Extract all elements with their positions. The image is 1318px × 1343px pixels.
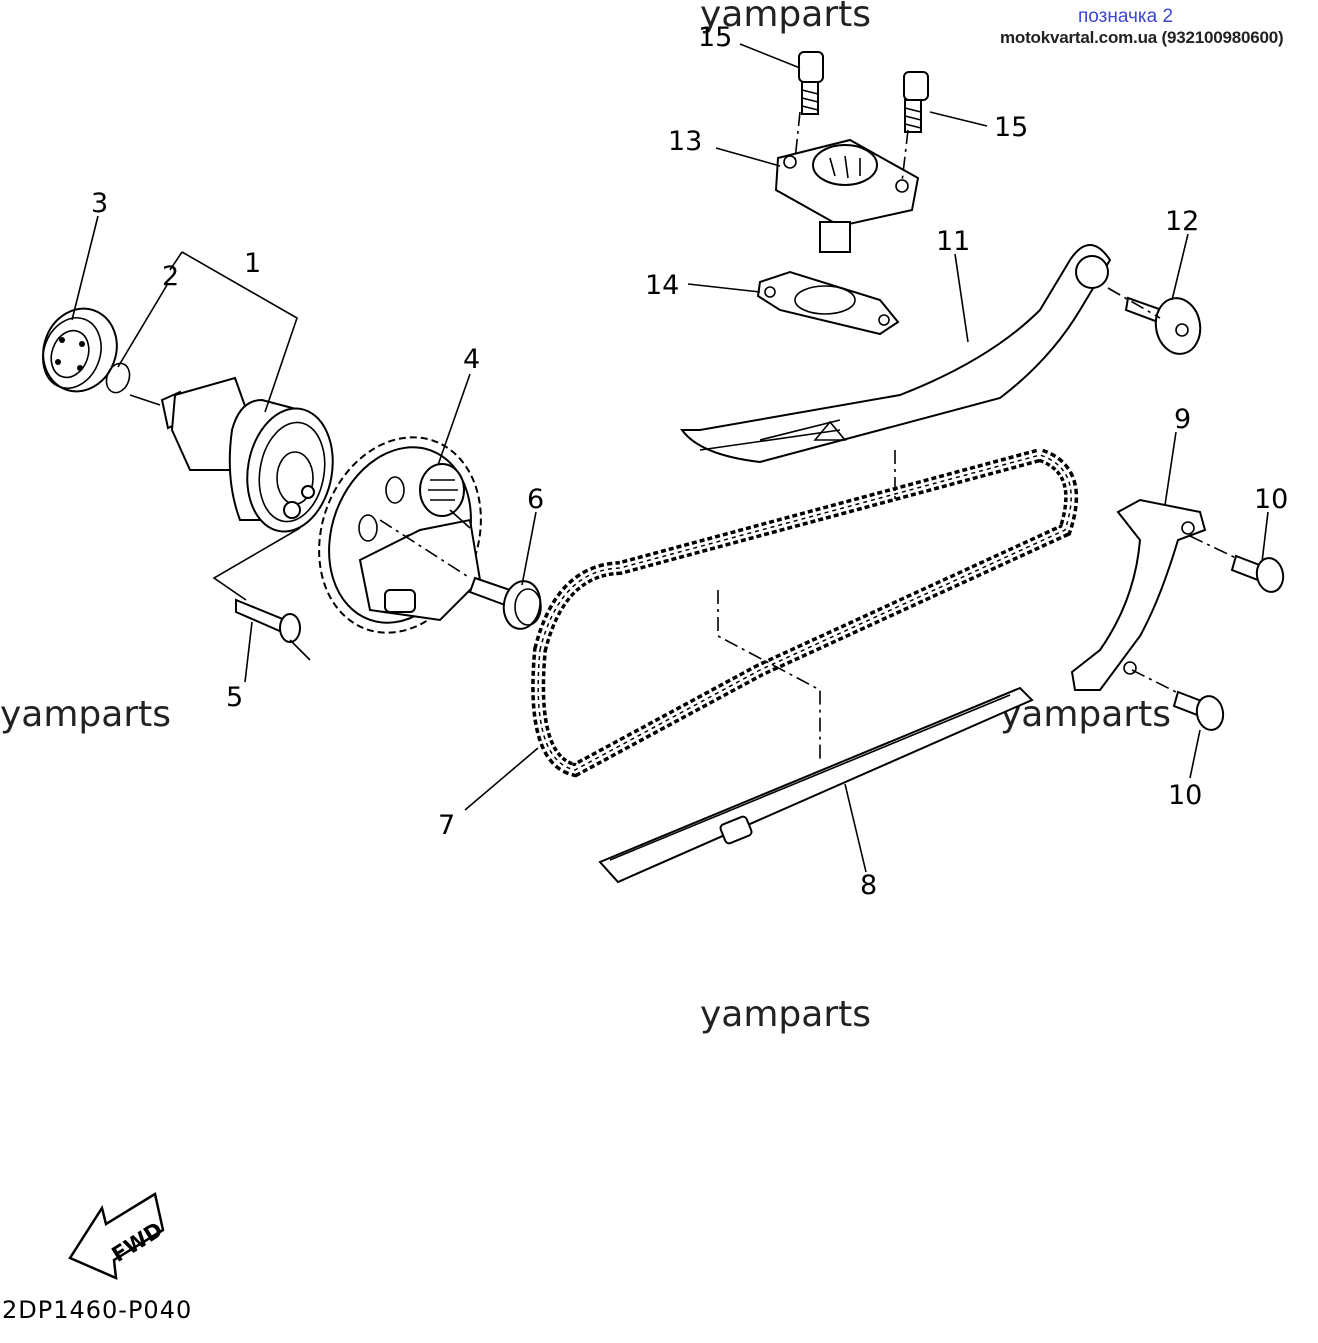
- guide-bolt-upper-part: [1230, 554, 1285, 593]
- watermark-left: yamparts: [0, 694, 171, 735]
- callout-14: 14: [645, 270, 679, 301]
- fwd-arrow-icon: FWD: [68, 1192, 167, 1281]
- shop-contact: motokvartal.com.ua (932100980600): [1000, 28, 1284, 47]
- watermark-top: yamparts: [700, 0, 871, 35]
- callout-5: 5: [226, 682, 243, 713]
- circlip-part: [105, 362, 131, 394]
- cam-sprocket-part: [318, 436, 482, 634]
- leader-lines: [71, 43, 1269, 873]
- timing-chain-part: [531, 447, 1079, 778]
- callout-15-right: 15: [994, 112, 1028, 143]
- callout-12: 12: [1165, 206, 1199, 237]
- tensioner-arm-part: [680, 244, 1112, 464]
- tensioner-bolt-right-part: [903, 71, 929, 133]
- tensioner-gasket-part: [756, 270, 900, 336]
- camshaft-part: [129, 376, 334, 533]
- diagram-code: 2DP1460-P040: [2, 1296, 192, 1324]
- callout-15-left: 15: [698, 22, 732, 53]
- callout-10-upper: 10: [1254, 484, 1288, 515]
- callout-10-lower: 10: [1168, 780, 1202, 811]
- pivot-bolt-part: [1124, 296, 1202, 355]
- callout-1: 1: [244, 248, 261, 279]
- callout-2: 2: [162, 261, 179, 292]
- callout-11: 11: [936, 226, 970, 257]
- fixed-guide-part: [1070, 498, 1207, 691]
- chain-guide-part: [598, 686, 1034, 884]
- guide-bolt-lower-part: [1172, 690, 1225, 731]
- label-mark: позначка 2: [1078, 6, 1174, 27]
- bearing-part: [42, 307, 118, 393]
- watermark-bottom: yamparts: [700, 994, 871, 1035]
- callout-3: 3: [91, 188, 108, 219]
- sprocket-bolt-part: [468, 576, 542, 630]
- callout-9: 9: [1174, 404, 1191, 435]
- callout-numbers: 1 2 3 4 5 6 7 8 9 10 10 11 12 13 14 15 1…: [91, 22, 1288, 901]
- callout-6: 6: [527, 484, 544, 515]
- chain-tensioner-part: [774, 138, 920, 253]
- callout-8: 8: [860, 870, 877, 901]
- tensioner-bolt-left-part: [798, 51, 824, 115]
- callout-13: 13: [668, 126, 702, 157]
- callout-4: 4: [463, 344, 480, 375]
- callout-7: 7: [438, 810, 455, 841]
- decompression-pin-part: [235, 598, 311, 661]
